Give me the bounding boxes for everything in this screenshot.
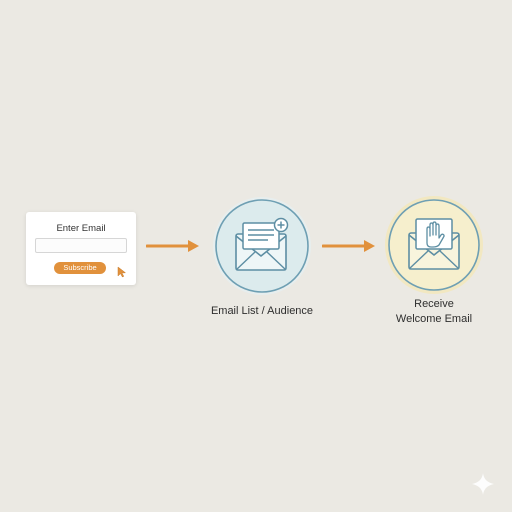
envelope-add-icon <box>235 217 289 271</box>
welcome-email-label-line1: Receive <box>414 298 454 310</box>
waving-hand-icon <box>426 221 445 248</box>
sparkle-icon <box>472 473 494 495</box>
flow-arrow-2 <box>322 240 375 252</box>
email-list-node <box>213 197 311 295</box>
welcome-email-label-line2: Welcome Email <box>395 313 473 325</box>
signup-form-card: Enter Email Subscribe <box>26 212 136 285</box>
envelope-wave-icon <box>408 218 460 270</box>
email-input[interactable] <box>35 238 127 253</box>
email-list-label: Email List / Audience <box>210 305 314 317</box>
pointer-cursor-icon <box>117 266 127 278</box>
flow-arrow-1 <box>146 240 199 252</box>
welcome-email-label: Receive Welcome Email <box>372 297 496 327</box>
enter-email-label: Enter Email <box>56 223 106 234</box>
welcome-email-node <box>385 196 483 294</box>
subscribe-button[interactable]: Subscribe <box>54 262 106 274</box>
